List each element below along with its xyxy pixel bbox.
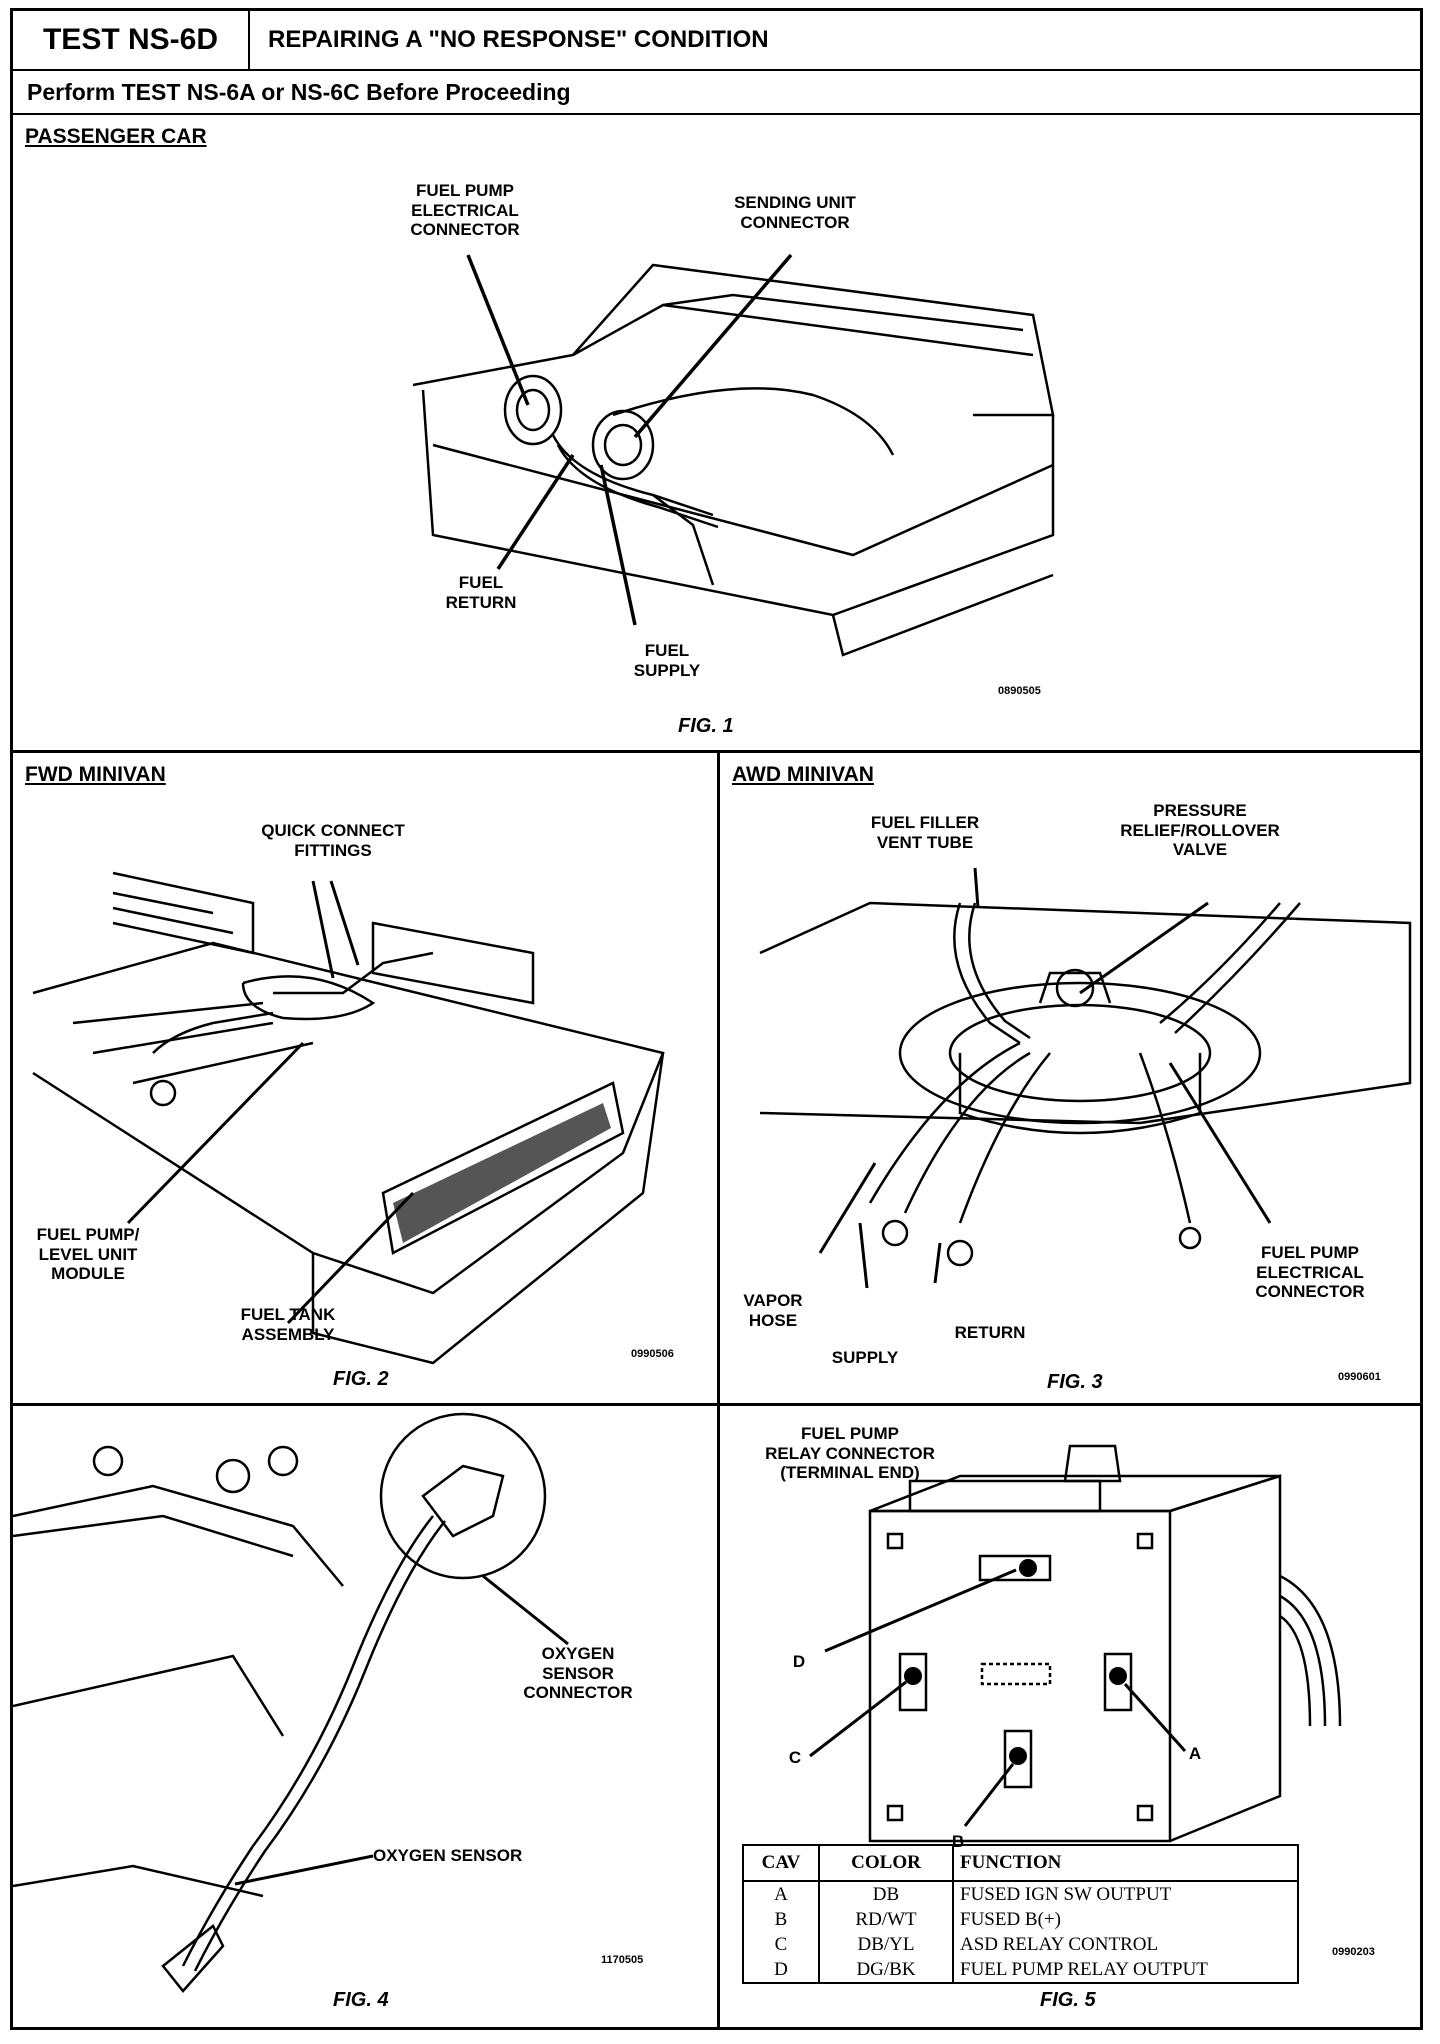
table-header-color: COLOR (818, 1845, 953, 1882)
table-row: B RD/WT FUSED B(+) (743, 1907, 1298, 1932)
fig5-callout-cavity-d: D (792, 1652, 806, 1671)
test-page: TEST NS-6D REPAIRING A "NO RESPONSE" CON… (10, 8, 1423, 2030)
fig3-callout-supply: SUPPLY (831, 1348, 899, 1367)
test-id: TEST NS-6D (13, 11, 250, 69)
table-cell-cav: B (774, 1908, 788, 1930)
fig5-callout-cavity-c: C (788, 1748, 802, 1767)
table-cell-color: RD/WT (818, 1907, 953, 1932)
fig2-callout-fuel-tank-assembly: FUEL TANK ASSEMBLY (240, 1305, 336, 1344)
fig5-panel: FUEL PUMP RELAY CONNECTOR (TERMINAL END)… (720, 1406, 1420, 2027)
table-header-cav: CAV (743, 1845, 819, 1882)
fig2-fwd-minivan-tank-drawing (32, 871, 665, 1365)
fig4-oxygen-sensor-drawing (13, 1412, 569, 1993)
table-row: A DB FUSED IGN SW OUTPUT (743, 1881, 1298, 1907)
table-cell-function: FUEL PUMP RELAY OUTPUT (952, 1957, 1298, 1983)
table-cell-color: DB/YL (818, 1932, 953, 1957)
fig2-callout-fuel-pump-level-unit-module: FUEL PUMP/ LEVEL UNIT MODULE (36, 1225, 140, 1284)
fig3-caption: FIG. 3 (1047, 1371, 1103, 1393)
fig2-panel: FWD MINIVAN (13, 753, 720, 1406)
fig1-callout-fuel-return: FUEL RETURN (445, 573, 517, 612)
fig5-image-code: 0990203 (1332, 1946, 1375, 1958)
fig3-callout-fuel-filler-vent-tube: FUEL FILLER VENT TUBE (870, 813, 980, 852)
fig1-image-code: 0890505 (998, 685, 1041, 697)
fig4-panel: OXYGEN SENSOR CONNECTOR OXYGEN SENSOR 11… (13, 1406, 720, 2027)
fig1-callout-fuel-supply: FUEL SUPPLY (633, 641, 701, 680)
fig2-caption: FIG. 2 (333, 1368, 389, 1390)
table-cell-function: FUSED B(+) (952, 1907, 1298, 1932)
fig5-callout-cavity-a: A (1188, 1744, 1202, 1763)
fig2-callout-quick-connect-fittings: QUICK CONNECT FITTINGS (261, 821, 405, 860)
fig3-section-label: AWD MINIVAN (732, 763, 874, 786)
table-cell-function: ASD RELAY CONTROL (952, 1932, 1298, 1957)
table-cell-color: DG/BK (818, 1957, 953, 1983)
fig4-image-code: 1170505 (601, 1954, 644, 1966)
fig2-section-label: FWD MINIVAN (25, 763, 166, 786)
table-header-function: FUNCTION (952, 1845, 1298, 1882)
fig1-panel: PASSENGER CAR (13, 115, 1420, 753)
fig3-awd-minivan-tank-drawing (759, 867, 1412, 1289)
fig5-relay-connector-drawing (809, 1444, 1342, 1843)
fig1-callout-sending-unit-connector: SENDING UNIT CONNECTOR (734, 193, 856, 232)
fig4-callout-oxygen-sensor-connector: OXYGEN SENSOR CONNECTOR (523, 1644, 633, 1703)
table-cell-cav: A (774, 1883, 788, 1905)
cavity-color-function-table: CAV COLOR FUNCTION A DB FUSED IGN SW OUT… (742, 1844, 1299, 1984)
prerequisite-note: Perform TEST NS-6A or NS-6C Before Proce… (13, 71, 1420, 115)
fig3-image-code: 0990601 (1338, 1371, 1381, 1383)
fig2-image-code: 0990506 (631, 1348, 674, 1360)
page-header: TEST NS-6D REPAIRING A "NO RESPONSE" CON… (13, 11, 1420, 71)
test-title: REPAIRING A "NO RESPONSE" CONDITION (268, 26, 769, 53)
fig3-callout-return: RETURN (954, 1323, 1026, 1342)
table-cell-cav: C (774, 1933, 788, 1955)
fig4-callout-oxygen-sensor: OXYGEN SENSOR (373, 1846, 523, 1865)
table-cell-function: FUSED IGN SW OUTPUT (952, 1881, 1298, 1907)
fig1-callout-fuel-pump-connector: FUEL PUMP ELECTRICAL CONNECTOR (410, 181, 520, 240)
table-row: C DB/YL ASD RELAY CONTROL (743, 1932, 1298, 1957)
fig4-caption: FIG. 4 (333, 1989, 389, 2011)
fig3-callout-fuel-pump-electrical-connector: FUEL PUMP ELECTRICAL CONNECTOR (1255, 1243, 1365, 1302)
fig1-caption: FIG. 1 (678, 715, 734, 737)
table-cell-cav: D (774, 1958, 788, 1980)
fig3-panel: AWD MINIVAN (720, 753, 1420, 1406)
table-row: D DG/BK FUEL PUMP RELAY OUTPUT (743, 1957, 1298, 1983)
fig3-callout-pressure-relief-rollover-valve: PRESSURE RELIEF/ROLLOVER VALVE (1120, 801, 1280, 860)
table-header-row: CAV COLOR FUNCTION (743, 1845, 1298, 1882)
fig5-callout-fuel-pump-relay-connector: FUEL PUMP RELAY CONNECTOR (TERMINAL END) (765, 1424, 935, 1483)
table-cell-color: DB (818, 1881, 953, 1907)
fig1-passenger-car-tank-drawing (412, 253, 1055, 657)
fig3-callout-vapor-hose: VAPOR HOSE (743, 1291, 803, 1330)
fig5-caption: FIG. 5 (1040, 1989, 1096, 2011)
fig1-section-label: PASSENGER CAR (25, 125, 207, 148)
